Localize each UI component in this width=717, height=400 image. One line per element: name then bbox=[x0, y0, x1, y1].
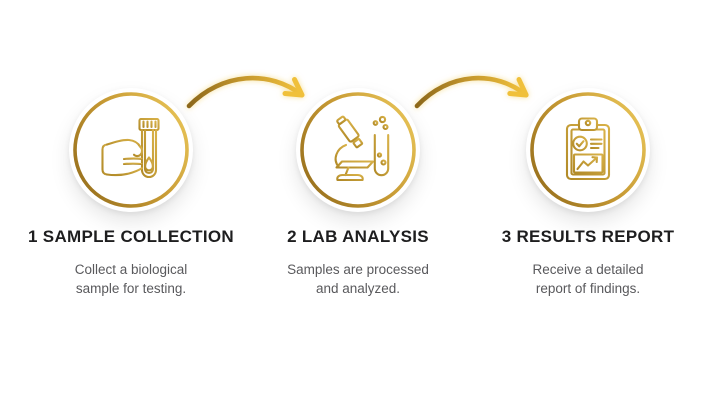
curved-arrow-icon bbox=[414, 75, 529, 109]
description-line: Collect a biological bbox=[74, 262, 188, 277]
step-description: Samples are processed and analyzed. bbox=[248, 260, 468, 298]
description-line: Samples are processed bbox=[287, 262, 429, 277]
microscope-icon bbox=[333, 115, 392, 182]
description-line: sample for testing. bbox=[75, 281, 187, 297]
gold-ring bbox=[530, 92, 646, 208]
step-title: 3 RESULTS REPORT bbox=[501, 227, 675, 246]
step-results-report: 3 RESULTS REPORT Receive a detailed repo… bbox=[478, 88, 698, 298]
curved-arrow-icon bbox=[186, 75, 305, 109]
gold-ring bbox=[300, 92, 416, 208]
step-description: Collect a biological sample for testing. bbox=[21, 260, 241, 298]
description-line: Receive a detailed bbox=[532, 262, 644, 277]
step-title: 1 SAMPLE COLLECTION bbox=[28, 227, 234, 246]
step-description: Receive a detailed report of findings. bbox=[478, 260, 698, 298]
step-circle bbox=[296, 88, 420, 212]
description-line: report of findings. bbox=[535, 281, 641, 297]
report-clipboard-icon bbox=[565, 117, 611, 181]
step-circle bbox=[526, 88, 650, 212]
step-sample-collection: 1 SAMPLE COLLECTION Collect a biological… bbox=[21, 88, 241, 298]
step-lab-analysis: 2 LAB ANALYSIS Samples are processed and… bbox=[248, 88, 468, 298]
step-circle bbox=[69, 88, 193, 212]
description-line: and analyzed. bbox=[315, 281, 401, 297]
hand-test-tube-icon bbox=[101, 117, 160, 179]
step-title: 2 LAB ANALYSIS bbox=[287, 227, 429, 246]
